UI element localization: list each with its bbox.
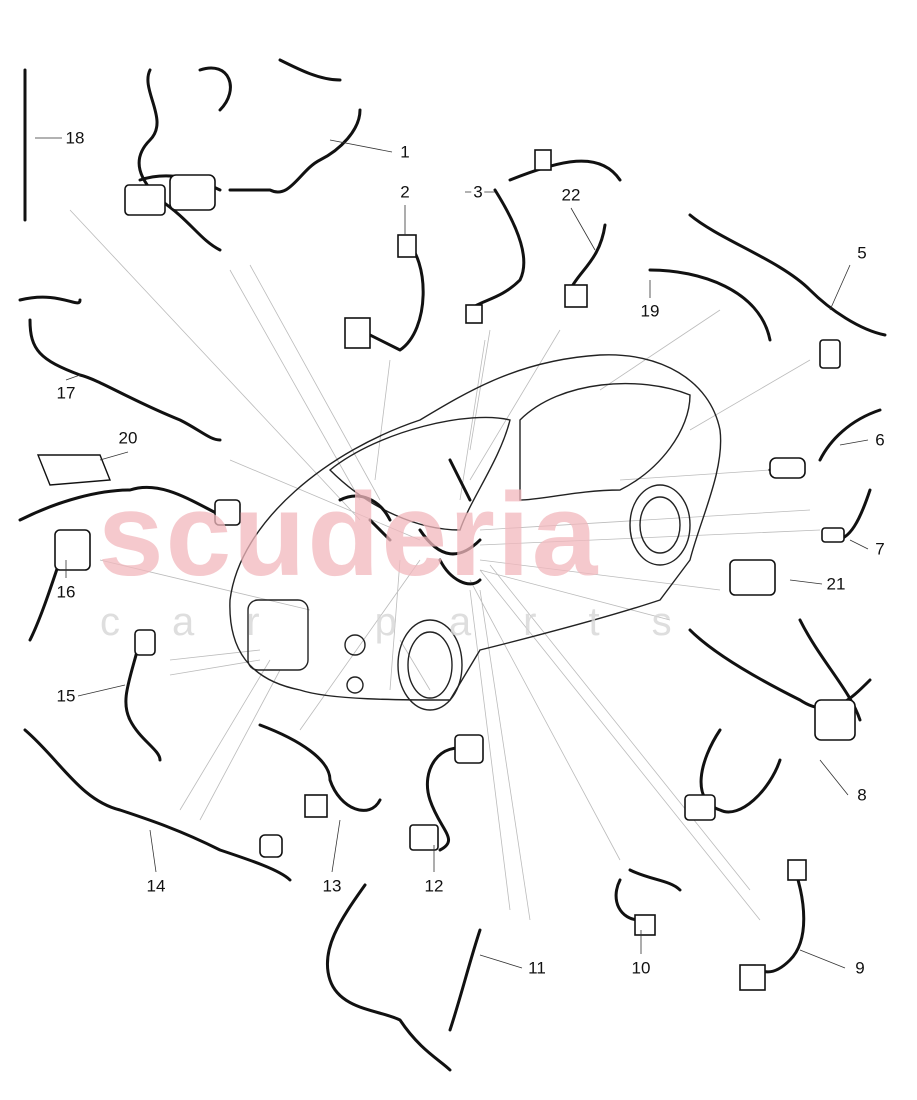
callout-5[interactable]: 5 (855, 243, 869, 263)
callout-2[interactable]: 2 (398, 182, 412, 202)
callout-1[interactable]: 1 (398, 142, 412, 162)
callout-18[interactable]: 18 (63, 128, 87, 148)
callout-6[interactable]: 6 (873, 430, 887, 450)
callout-3[interactable]: 3 (471, 182, 485, 202)
callout-8[interactable]: 8 (855, 785, 869, 805)
car-outline (229, 354, 722, 711)
callout-20[interactable]: 20 (116, 428, 140, 448)
callout-10[interactable]: 10 (629, 958, 653, 978)
callout-11[interactable]: 11 (526, 958, 548, 978)
harness-parts (18, 58, 887, 1072)
callout-9[interactable]: 9 (853, 958, 867, 978)
callout-19[interactable]: 19 (638, 301, 662, 321)
callout-22[interactable]: 22 (559, 185, 583, 205)
leader-lines (69, 209, 821, 921)
callout-14[interactable]: 14 (144, 876, 168, 896)
callout-15[interactable]: 15 (54, 686, 78, 706)
callout-16[interactable]: 16 (54, 582, 78, 602)
callout-7[interactable]: 7 (873, 539, 887, 559)
callout-21[interactable]: 21 (824, 574, 848, 594)
callout-12[interactable]: 12 (422, 876, 446, 896)
callout-17[interactable]: 17 (54, 383, 78, 403)
callout-13[interactable]: 13 (320, 876, 344, 896)
